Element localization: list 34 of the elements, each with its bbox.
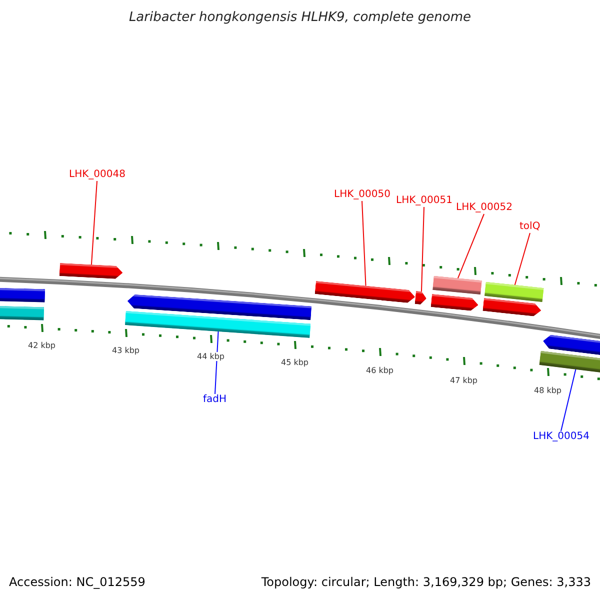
scale-label: 43 kbp	[112, 346, 140, 355]
scale-label: 47 kbp	[450, 376, 478, 385]
forward-gene-feature	[414, 291, 427, 305]
forward-gene-feature	[482, 298, 542, 317]
leader-line	[514, 232, 530, 286]
scale-label: 44 kbp	[197, 352, 225, 361]
scale-label: 46 kbp	[366, 366, 394, 375]
gene-bar	[0, 306, 44, 320]
gene-label: LHK_00050	[334, 189, 390, 201]
footer-text: Accession: NC_012559	[9, 575, 146, 589]
gene-label: tolQ	[520, 221, 540, 233]
scale-label: 48 kbp	[534, 386, 562, 395]
gene-bar	[539, 351, 600, 374]
forward-gene-feature	[430, 294, 479, 312]
gene-bar	[0, 288, 45, 302]
leader-line	[560, 368, 576, 432]
forward-gene-feature	[314, 281, 416, 304]
leader-line	[214, 330, 219, 394]
gene-bar	[432, 276, 482, 295]
scale-label: 42 kbp	[28, 341, 56, 350]
leader-line	[420, 206, 424, 292]
gene-label: LHK_00048	[69, 169, 126, 181]
gene-label: fadH	[203, 394, 227, 406]
leader-line	[362, 200, 366, 286]
gene-label: LHK_00054	[533, 431, 590, 443]
leader-line	[457, 214, 484, 279]
gene-label: LHK_00052	[456, 202, 512, 214]
forward-gene-feature	[59, 263, 123, 280]
gene-bar	[484, 282, 544, 302]
footer-text: Topology: circular; Length: 3,169,329 bp; Genes: 3,333	[261, 575, 591, 589]
gene-label: LHK_00051	[396, 195, 452, 207]
scale-label: 45 kbp	[281, 358, 309, 367]
leader-line	[90, 180, 98, 266]
title: Laribacter hongkongensis HLHK9, complete genome	[128, 10, 472, 25]
